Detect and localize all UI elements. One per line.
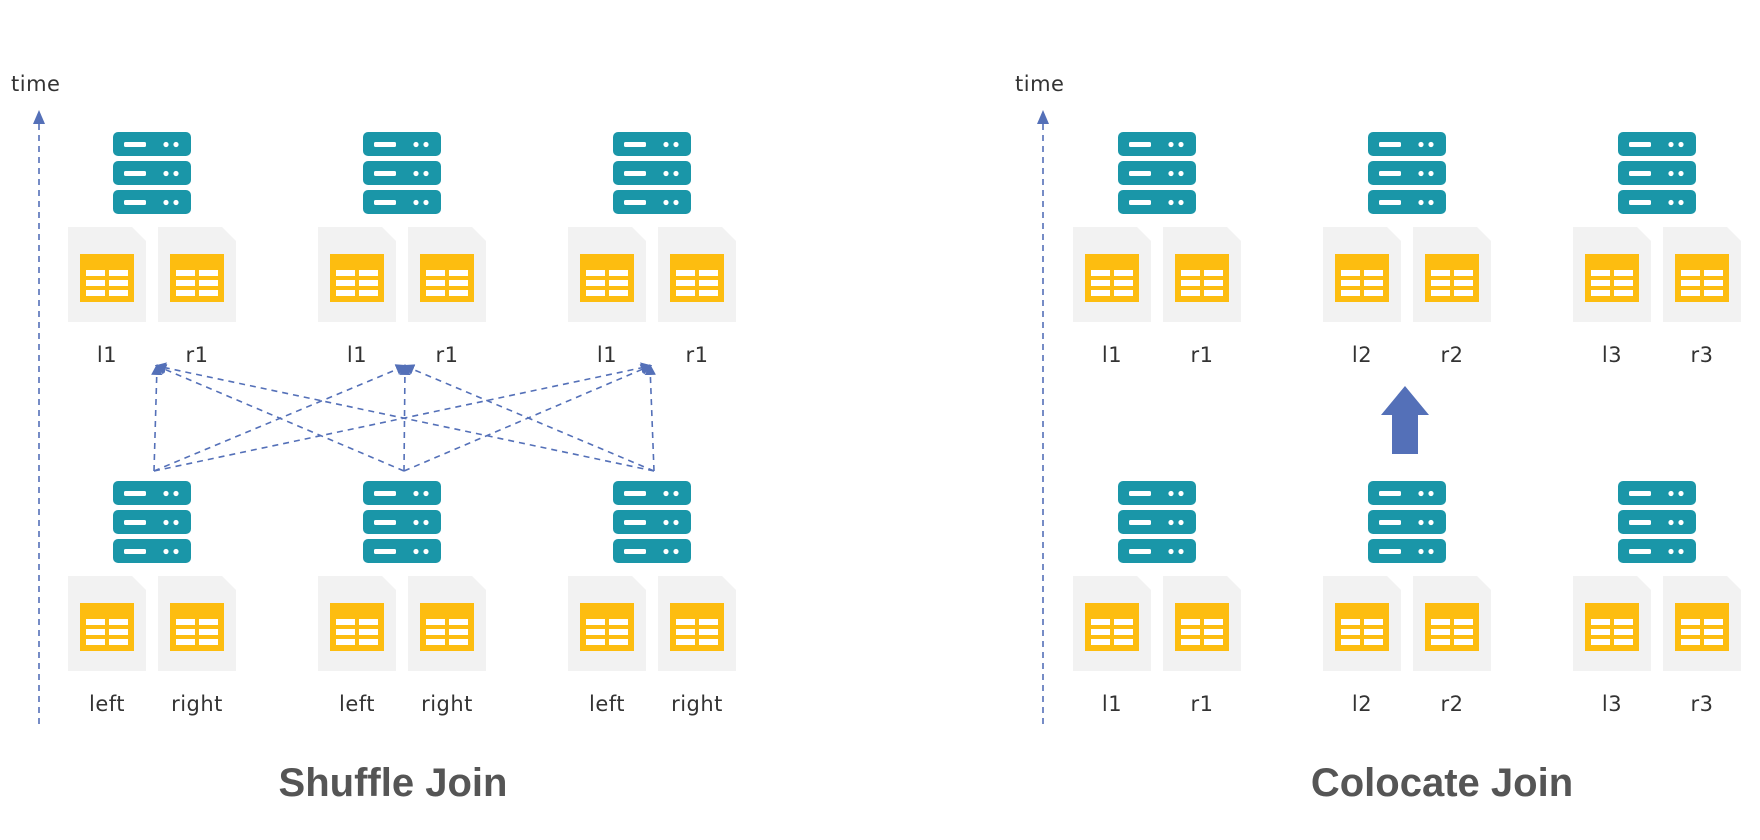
shuffle-arrows (151, 362, 656, 472)
server-icon (113, 481, 191, 563)
node: l1 r1 (1073, 132, 1241, 367)
left-table-label: l2 (1352, 692, 1372, 716)
right-table-label: r1 (436, 343, 459, 367)
server-icon (1618, 481, 1696, 563)
shuffle-join-title: Shuffle Join (279, 761, 508, 805)
right-table-label: r1 (186, 343, 209, 367)
server-icon (1118, 481, 1196, 563)
server-icon (363, 481, 441, 563)
right-table-label: r2 (1441, 343, 1464, 367)
right-table-label: right (171, 692, 223, 716)
table-file-icon (658, 227, 736, 322)
node: left right (568, 481, 736, 716)
shuffle-arrow (403, 364, 653, 472)
colocate-time-axis-label: time (1015, 72, 1064, 96)
node: l3 r3 (1573, 481, 1741, 716)
table-file-icon (1163, 227, 1241, 322)
right-table-label: r3 (1691, 692, 1714, 716)
right-table-label: r3 (1691, 343, 1714, 367)
table-file-icon (318, 227, 396, 322)
table-file-icon (1413, 576, 1491, 671)
table-file-icon (1663, 227, 1741, 322)
colocate-join-title: Colocate Join (1311, 761, 1573, 805)
colocate-up-arrow-icon (1381, 386, 1429, 454)
node: l2 r2 (1323, 481, 1491, 716)
table-file-icon (1663, 576, 1741, 671)
right-table-label: right (671, 692, 723, 716)
table-file-icon (158, 576, 236, 671)
node: l1 r1 (568, 132, 736, 367)
right-table-label: right (421, 692, 473, 716)
server-icon (363, 132, 441, 214)
table-file-icon (1413, 227, 1491, 322)
node: l1 r1 (68, 132, 236, 367)
shuffle-time-axis-label: time (11, 72, 60, 96)
node: l2 r2 (1323, 132, 1491, 367)
table-file-icon (568, 576, 646, 671)
node: l3 r3 (1573, 132, 1741, 367)
colocate-join-panel: time l1 r1 l2 r2 l3 r3 l1 r1 l2 r2 l3 r3 Colocate J… (1015, 72, 1741, 805)
server-icon (113, 132, 191, 214)
left-table-label: l1 (97, 343, 117, 367)
left-table-label: left (89, 692, 125, 716)
table-file-icon (1323, 576, 1401, 671)
shuffle-nodes: l1 r1 l1 r1 l1 r1 left right left right left right (68, 132, 736, 716)
table-file-icon (1573, 576, 1651, 671)
node: l1 r1 (1073, 481, 1241, 716)
node: left right (318, 481, 486, 716)
right-table-label: r1 (1191, 343, 1214, 367)
shuffle-arrow (402, 364, 655, 472)
right-table-label: r2 (1441, 692, 1464, 716)
server-icon (1118, 132, 1196, 214)
table-file-icon (1073, 576, 1151, 671)
shuffle-time-axis-arrow-icon (33, 110, 45, 124)
left-table-label: l1 (1102, 343, 1122, 367)
table-file-icon (158, 227, 236, 322)
table-file-icon (1073, 227, 1151, 322)
shuffle-arrow (154, 362, 655, 472)
server-icon (613, 132, 691, 214)
server-icon (1618, 132, 1696, 214)
table-file-icon (408, 227, 486, 322)
left-table-label: left (589, 692, 625, 716)
node: left right (68, 481, 236, 716)
shuffle-arrow (644, 363, 656, 472)
server-icon (613, 481, 691, 563)
table-file-icon (68, 227, 146, 322)
table-file-icon (1323, 227, 1401, 322)
left-table-label: l3 (1602, 692, 1622, 716)
left-table-label: l2 (1352, 343, 1372, 367)
left-table-label: l1 (1102, 692, 1122, 716)
server-icon (1368, 481, 1446, 563)
left-table-label: left (339, 692, 375, 716)
colocate-time-axis-arrow-icon (1037, 110, 1049, 124)
table-file-icon (318, 576, 396, 671)
right-table-label: r1 (686, 343, 709, 367)
table-file-icon (1163, 576, 1241, 671)
colocate-nodes: l1 r1 l2 r2 l3 r3 l1 r1 l2 r2 l3 r3 (1073, 132, 1741, 716)
left-table-label: l1 (347, 343, 367, 367)
right-table-label: r1 (1191, 692, 1214, 716)
table-file-icon (568, 227, 646, 322)
table-file-icon (68, 576, 146, 671)
table-file-icon (658, 576, 736, 671)
table-file-icon (408, 576, 486, 671)
shuffle-arrow (151, 363, 163, 472)
server-icon (1368, 132, 1446, 214)
table-file-icon (1573, 227, 1651, 322)
shuffle-arrow (154, 364, 405, 472)
left-table-label: l1 (597, 343, 617, 367)
node: l1 r1 (318, 132, 486, 367)
shuffle-join-panel: time l1 r1 l1 r1 l1 r1 left right left right left r… (11, 72, 736, 805)
left-table-label: l3 (1602, 343, 1622, 367)
